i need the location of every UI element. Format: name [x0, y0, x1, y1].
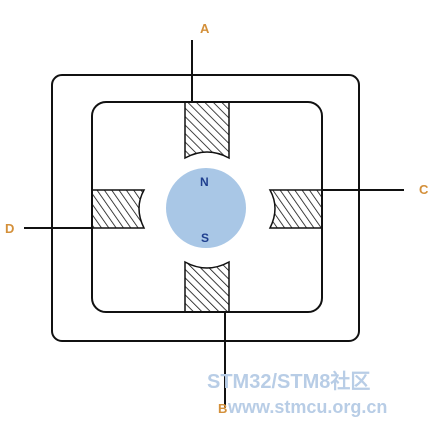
terminal-label-d: D	[5, 221, 15, 236]
watermark-line-2: www.stmcu.org.cn	[228, 397, 388, 417]
rotor-north-label: N	[200, 175, 209, 189]
pole-right	[268, 189, 323, 229]
pole-bottom	[184, 260, 230, 313]
terminal-label-a: A	[200, 21, 210, 36]
terminal-label-c: C	[419, 182, 429, 197]
watermark-line-1: STM32/STM8社区	[207, 371, 371, 393]
stator-outer-frame	[51, 74, 360, 342]
terminal-label-b: B	[218, 401, 228, 416]
rotor-south-label: S	[201, 231, 210, 245]
rotor-magnet	[166, 168, 246, 248]
pole-left	[91, 189, 146, 229]
pole-top	[184, 101, 230, 160]
